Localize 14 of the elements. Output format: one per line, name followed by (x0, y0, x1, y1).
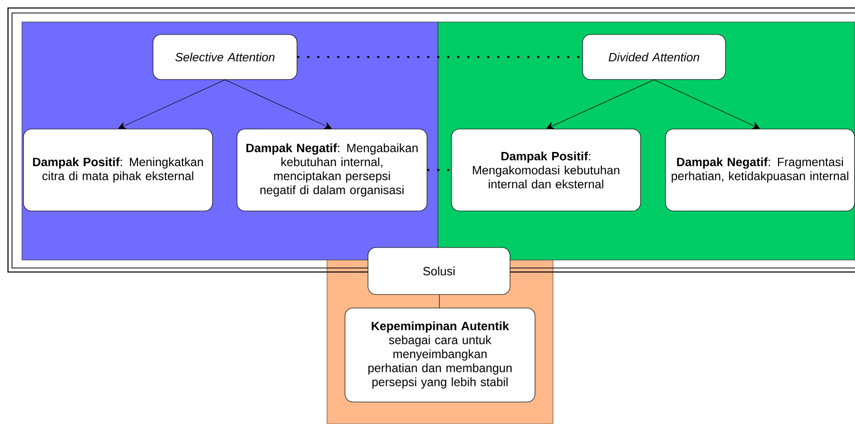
text-box: Selective Attention (152, 34, 298, 80)
text-box: Dampak Positif: Mengakomodasi kebutuhan internal dan eksternal (451, 128, 641, 212)
text-box: Divided Attention (582, 34, 726, 80)
text-box: Dampak Negatif: Fragmentasi perhatian, ketidakpuasan internal (665, 128, 855, 212)
text-box: Solusi (368, 247, 510, 295)
connector (224, 80, 332, 130)
connector (439, 294, 440, 308)
text-box: Dampak Negatif: Mengabaikan kebutuhan internal, menciptakan persepsi negatif di dalam organisasi (236, 128, 428, 212)
connector (427, 169, 452, 171)
text-box: Dampak Positif: Meningkatkan citra di mata pihak eksternal (23, 128, 213, 212)
connector (297, 56, 582, 58)
connector (546, 80, 654, 130)
connector (118, 80, 226, 130)
text-box: Kepemimpinan Autentik sebagai cara untuk menyeimbangkan perhatian dan membangun persepsi yang lebih stabil (344, 308, 536, 402)
